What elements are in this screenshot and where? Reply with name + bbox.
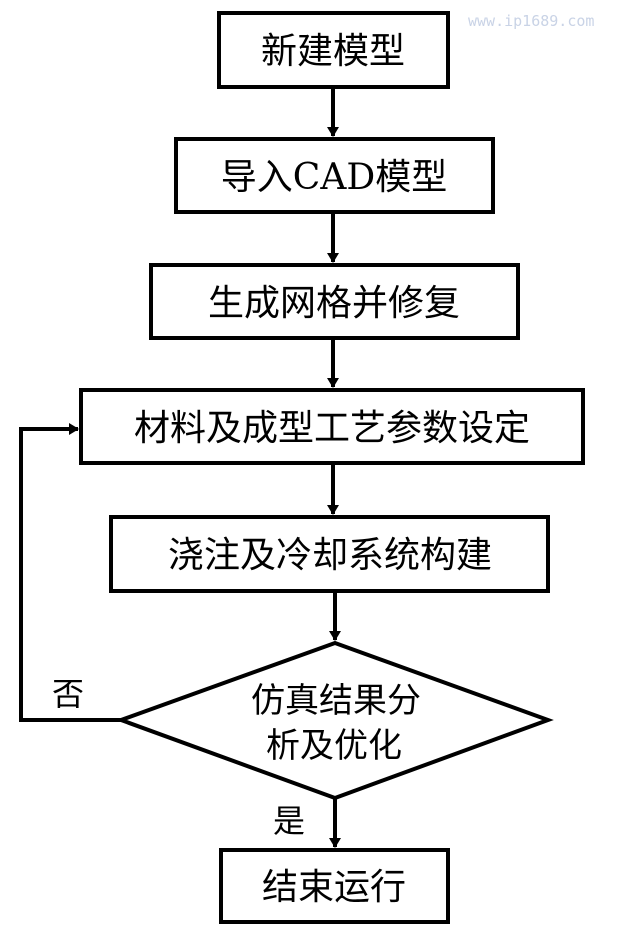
step-mesh: 生成网格并修复: [149, 263, 520, 340]
end-label: 结束运行: [262, 867, 406, 908]
yes-label: 是: [273, 802, 305, 840]
step-box: [217, 11, 450, 89]
step-end: 结束运行: [219, 848, 450, 924]
step-box: [174, 137, 495, 214]
step-label: 导入CAD模型: [221, 157, 447, 198]
step-new-model: 新建模型: [217, 11, 450, 89]
step-gating-cooling: 浇注及冷却系统构建: [109, 515, 550, 593]
step-box: [149, 263, 520, 340]
step-label: 浇注及冷却系统构建: [168, 535, 492, 576]
step-box: [109, 515, 550, 593]
step-import-cad: 导入CAD模型: [174, 137, 495, 214]
step-label: 材料及成型工艺参数设定: [134, 408, 530, 449]
decision-label-line-1: 仿真结果分: [251, 681, 421, 721]
decision-analysis: 仿真结果分 析及优化: [115, 640, 554, 801]
step-label: 生成网格并修复: [208, 283, 460, 324]
step-label: 新建模型: [261, 31, 405, 72]
no-label: 否: [52, 675, 84, 713]
end-box: [219, 848, 450, 924]
watermark: www.ip1689.com: [468, 12, 594, 30]
decision-label-line-2: 析及优化: [266, 726, 402, 766]
step-params: 材料及成型工艺参数设定: [79, 388, 585, 465]
no-loop-connector: [19, 423, 121, 722]
